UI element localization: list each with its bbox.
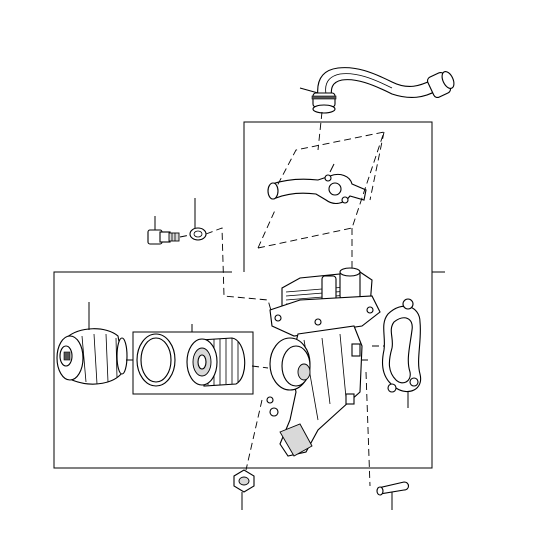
oil-pressure-switch [147, 216, 180, 245]
oil-cooler-and-filter-housing [266, 267, 381, 457]
oil-filter-kit [136, 324, 246, 387]
frame-lines [53, 121, 445, 469]
coolant-hose [299, 67, 455, 114]
dowel [376, 481, 410, 510]
alignment-lines [257, 131, 385, 270]
oil-filter-housing-cap [56, 302, 128, 385]
nut [233, 469, 255, 510]
gasket [381, 298, 422, 408]
sealing-washer [189, 198, 207, 241]
coolant-pipe [267, 163, 367, 205]
